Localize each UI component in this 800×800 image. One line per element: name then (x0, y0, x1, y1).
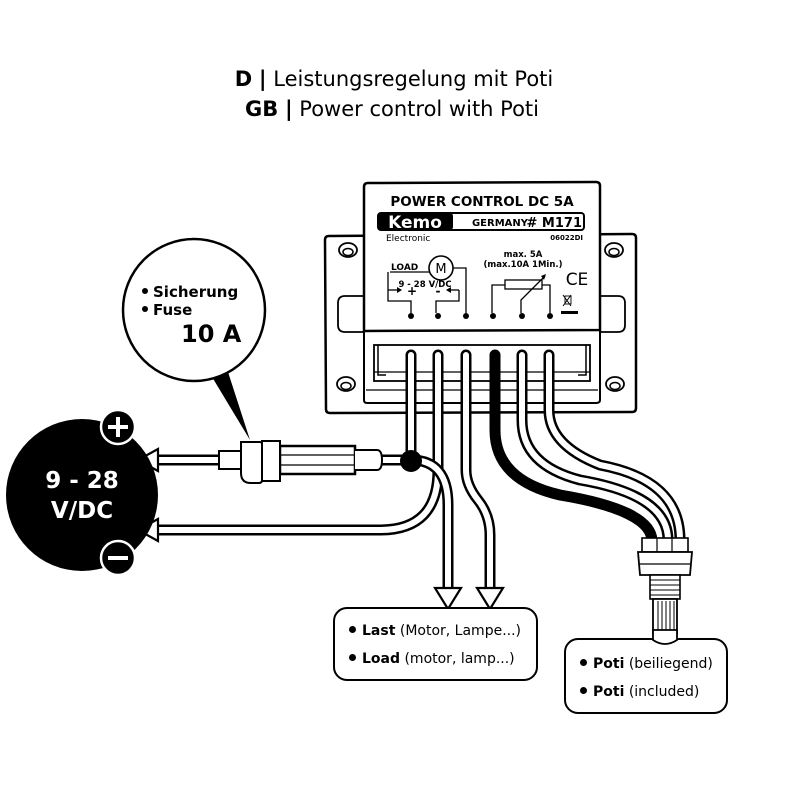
plus-label: + (407, 284, 417, 298)
product-code: 06022DI (550, 234, 583, 242)
svg-text:M: M (435, 262, 446, 277)
fuse-holder (218, 440, 384, 484)
bullet-icon (142, 305, 148, 312)
module-label: POWER CONTROL DC 5A Kemo GERMANY # M171 … (362, 180, 602, 333)
bullet-icon (349, 653, 356, 661)
fuse-label-de: Sicherung (153, 283, 239, 301)
source-voltage-range: 9 - 28 (45, 468, 119, 494)
minus-label: - (436, 284, 441, 298)
rating-max: max. 5A (504, 250, 543, 260)
fuse-callout-pointer (203, 362, 250, 440)
fuse-callout-circle (121, 237, 267, 383)
bullet-icon (580, 686, 587, 694)
bullet-icon (142, 287, 148, 294)
module-title: POWER CONTROL DC 5A (390, 194, 574, 210)
country-label: GERMANY (472, 218, 529, 229)
bullet-icon (580, 658, 587, 666)
power-source: 9 - 28 V/DC (6, 419, 158, 571)
fuse-rating: 10 A (181, 320, 242, 348)
potentiometer-symbol (491, 274, 551, 313)
plus-terminal-icon (99, 408, 137, 446)
load-item-de: Last (Motor, Lampe...) (349, 617, 536, 645)
motor-symbol: M (428, 255, 454, 281)
arrow-to-load-2 (475, 586, 505, 612)
brand-subtitle: Electronic (386, 234, 430, 244)
minus-terminal-icon (99, 539, 137, 577)
title-german: D | Leistungsregelung mit Poti (0, 64, 794, 94)
potentiometer (637, 537, 693, 639)
title-text-gb: Power control with Poti (299, 97, 539, 121)
title-text-de: Leistungsregelung mit Poti (273, 67, 554, 91)
module-lower-housing (363, 330, 601, 404)
weee-bin-icon (561, 294, 578, 314)
load-label: LOAD (391, 263, 418, 273)
junction-node (400, 450, 422, 472)
kemo-logo: Kemo (388, 213, 442, 233)
wires (144, 349, 686, 601)
screw-hole-top-right (604, 242, 624, 258)
title-english: GB | Power control with Poti (0, 94, 792, 124)
fuse-callout-text: Sicherung Fuse (142, 283, 238, 319)
poti-item-en: Poti (included) (580, 678, 726, 706)
load-info-box: Last (Motor, Lampe...) Load (motor, lamp… (333, 607, 538, 681)
arrow-to-load-1 (433, 586, 463, 612)
module-voltage-label: 9 - 28 V/DC (398, 280, 451, 290)
ce-mark: CE (566, 270, 589, 290)
bullet-icon (349, 625, 356, 633)
title-separator: | (284, 97, 293, 121)
source-voltage-unit: V/DC (51, 498, 113, 524)
rating-peak: (max.10A 1Min.) (483, 260, 562, 270)
load-item-en: Load (motor, lamp...) (349, 645, 536, 673)
model-number: # M171 (527, 216, 583, 231)
fuse-label-en: Fuse (153, 301, 193, 319)
poti-item-de: Poti (beiliegend) (580, 650, 726, 678)
lang-code-gb: GB (245, 97, 279, 121)
screw-hole-top-left (338, 242, 358, 258)
screw-hole-bottom-right (605, 376, 625, 392)
terminal-dots (408, 313, 553, 319)
title-separator: | (258, 67, 267, 91)
screw-hole-bottom-left (336, 376, 356, 392)
lang-code-de: D (234, 67, 253, 91)
poti-info-box: Poti (beiliegend) Poti (included) (564, 638, 728, 714)
